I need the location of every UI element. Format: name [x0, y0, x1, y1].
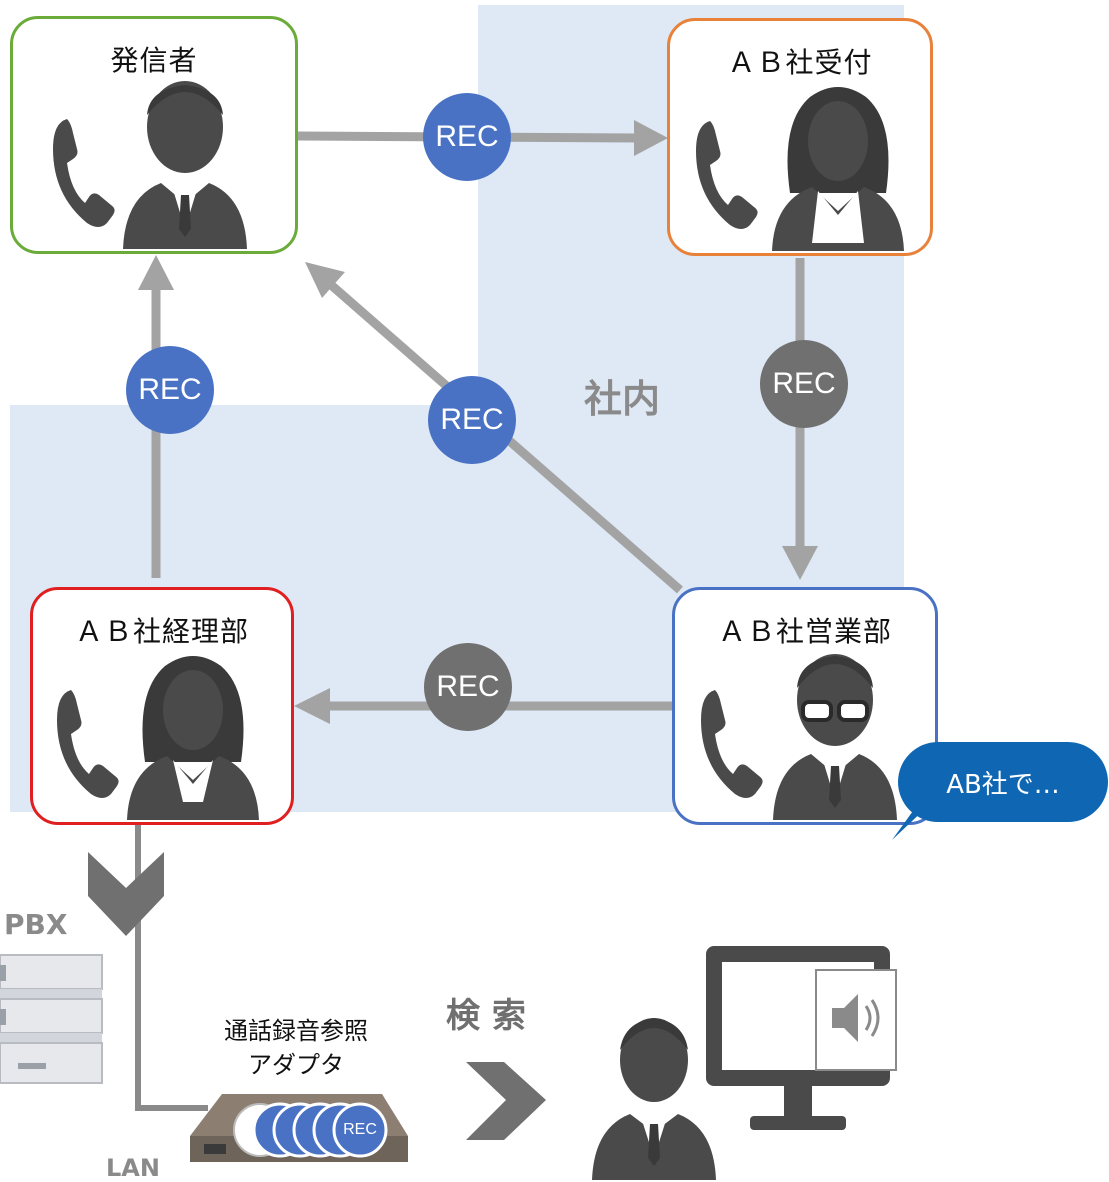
- node-accounting: ＡＢ社経理部: [30, 587, 294, 825]
- rec-badge-accounting-caller: REC: [126, 346, 214, 434]
- adapter-icon: [190, 1094, 408, 1162]
- node-sales-title: ＡＢ社営業部: [717, 615, 892, 648]
- adapter-rec-label: REC: [343, 1121, 377, 1138]
- businessman-icon: [123, 81, 247, 249]
- rec-badge-reception-sales: REC: [760, 340, 848, 428]
- arrowhead-accounting: [294, 688, 330, 724]
- node-sales: ＡＢ社営業部: [672, 587, 938, 825]
- glasses-man-icon: [773, 654, 897, 820]
- phone-icon: [53, 119, 115, 227]
- phone-icon: [57, 690, 119, 798]
- arrowhead-reception: [634, 120, 668, 156]
- phone-icon: [701, 690, 763, 798]
- lan-cable: [135, 740, 208, 1111]
- speech-bubble: AB社で…: [898, 742, 1108, 822]
- node-reception: ＡＢ社受付: [667, 18, 933, 256]
- node-reception-title: ＡＢ社受付: [727, 46, 873, 79]
- businesswoman-icon: [772, 87, 904, 251]
- arrowhead-caller-diagonal: [305, 262, 345, 298]
- rec-badge-caller-reception: REC: [423, 93, 511, 181]
- rec-badge-sales-accounting: REC: [424, 643, 512, 731]
- node-accounting-title: ＡＢ社経理部: [74, 615, 249, 648]
- internal-zone-label: 社内: [584, 377, 661, 421]
- rec-badge-sales-caller: REC: [428, 376, 516, 464]
- pbx-label: PBX: [4, 908, 68, 941]
- speaker-icon: [815, 969, 897, 1071]
- adapter-caption-line1: 通話録音参照: [224, 1017, 368, 1045]
- node-caller-title: 発信者: [110, 44, 198, 77]
- server-icon: [0, 954, 103, 1084]
- adapter-caption-line2: アダプタ: [248, 1051, 344, 1079]
- arrowhead-caller-vertical: [138, 255, 174, 290]
- chevron-right-icon: [466, 1062, 546, 1140]
- businesswoman-icon: [127, 656, 259, 820]
- search-label: 検 索: [446, 996, 526, 1036]
- phone-icon: [696, 121, 758, 229]
- node-caller: 発信者: [10, 16, 298, 254]
- arrowhead-sales: [782, 546, 818, 580]
- chevron-down-icon: [88, 852, 164, 936]
- adapter-caption: 通話録音参照 アダプタ: [196, 1014, 396, 1082]
- businessman-icon: [592, 1018, 716, 1180]
- monitor-icon: [706, 946, 897, 1130]
- lan-label: LAN: [106, 1154, 160, 1182]
